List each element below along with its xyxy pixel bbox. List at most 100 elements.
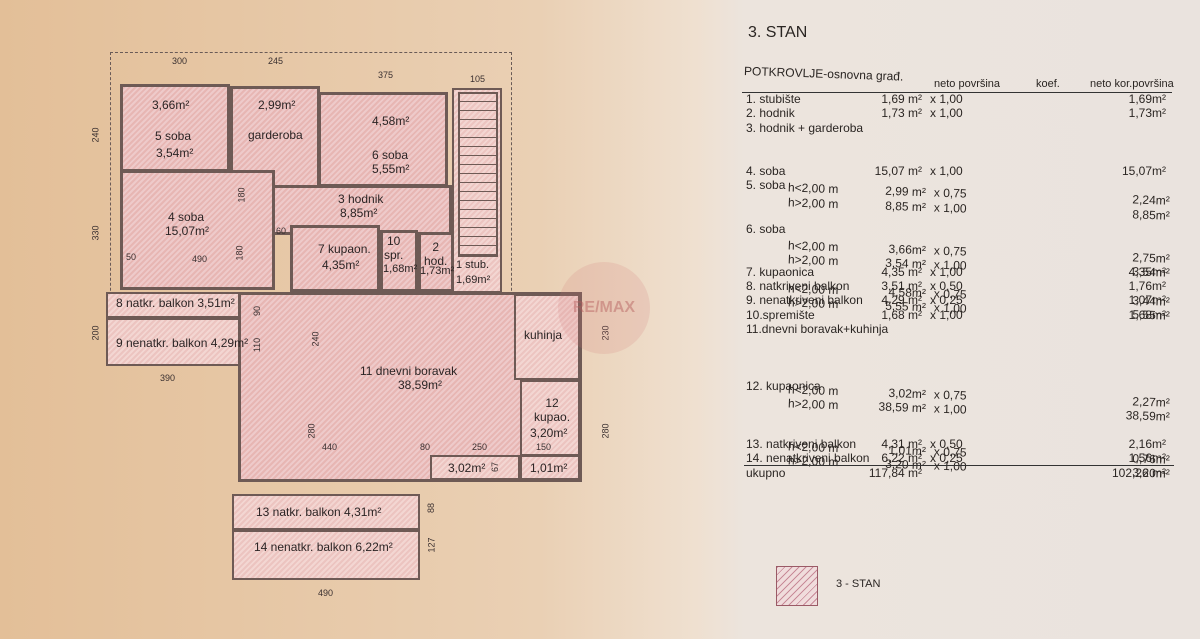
header-divider xyxy=(742,92,1172,93)
dimension: 150 xyxy=(536,442,552,452)
room-label: garderoba xyxy=(248,128,303,142)
dimension: 180 xyxy=(234,245,245,261)
dimension: 60 xyxy=(276,226,287,236)
room-label: kuhinja xyxy=(524,328,563,342)
dimension: 390 xyxy=(160,373,176,383)
room-label: 11 dnevni boravak xyxy=(360,364,458,378)
cell-net: 102,26 m² xyxy=(1111,466,1166,481)
column-header-coef: koef. xyxy=(1036,78,1060,90)
cell-label: 8. natkriveni balkon xyxy=(746,279,850,294)
cell-area: 1,73 m² xyxy=(881,106,922,121)
cell-label: 6. soba xyxy=(746,221,786,236)
cell-label: h>2,00 m xyxy=(787,396,839,413)
cell-net: 2,16m² xyxy=(1128,436,1166,451)
room-label: 1 stub. xyxy=(456,259,490,271)
room-label: 3,54m² xyxy=(156,146,194,160)
cell-coef: x 1,00 xyxy=(930,264,963,279)
room-kuhinja xyxy=(514,294,580,380)
dimension: 110 xyxy=(252,337,263,353)
cell-net: 1,56m² xyxy=(1128,450,1166,465)
cell-label: 14. nenatkriveni balkon xyxy=(746,450,870,465)
cell-coef: x 0,25 xyxy=(930,293,963,308)
table-row: 12. kupaonica xyxy=(744,379,1174,393)
table-row: 3. hodnik + garderoba xyxy=(744,121,1174,135)
dimension: 375 xyxy=(378,70,394,80)
page-title: 3. STAN xyxy=(748,24,808,41)
dimension: 440 xyxy=(322,442,338,452)
cell-label: 2. hodnik xyxy=(746,106,795,121)
cell-coef: x 1,00 xyxy=(930,106,963,121)
cell-net: 38,59m² xyxy=(1125,408,1170,424)
cell-area: 38,59 m² xyxy=(878,399,927,416)
table-row: 2. hodnik 1,73 m² x 1,00 1,73m² xyxy=(744,106,1174,120)
column-header-area: neto površina xyxy=(934,78,1001,90)
room-4-soba xyxy=(120,170,275,290)
room-label: 3,66m² xyxy=(152,98,190,112)
room-7-kupaonica xyxy=(290,225,380,292)
room-label: 1,01m² xyxy=(530,461,568,475)
dimension: 88 xyxy=(426,502,437,514)
room-label: 15,07m² xyxy=(165,224,210,238)
dimension: 180 xyxy=(236,187,247,203)
stairs-icon xyxy=(458,92,498,257)
table-row: 11.dnevni boravak+kuhinja xyxy=(744,322,1174,336)
cell-area: 117,84 m² xyxy=(868,466,922,481)
cell-label: h>2,00 m xyxy=(787,194,839,211)
cell-net: 8,85m² xyxy=(1132,206,1170,223)
cell-area: 4,31 m² xyxy=(881,436,922,451)
cell-label: 1. stubište xyxy=(746,92,801,106)
room-label: 9 nenatkr. balkon 4,29m² xyxy=(116,336,249,350)
cell-net: 15,07m² xyxy=(1121,163,1166,178)
dimension: 490 xyxy=(192,254,208,264)
cell-label: 12. kupaonica xyxy=(746,379,821,394)
dimension: 280 xyxy=(306,423,317,439)
column-header-net: neto kor.površina xyxy=(1090,78,1174,90)
cell-area: 1,69 m² xyxy=(881,92,922,106)
room-label: 1,73m² xyxy=(420,265,455,277)
cell-coef: x 1,00 xyxy=(930,307,963,322)
dimension: 280 xyxy=(600,423,611,439)
room-label: 3,02m² xyxy=(448,461,486,475)
room-label: 3 hodnik xyxy=(338,192,384,206)
dimension: 490 xyxy=(318,588,334,598)
table-row: 6. soba xyxy=(744,222,1174,236)
room-label: 3,20m² xyxy=(530,426,568,440)
cell-net: 1,73m² xyxy=(1128,106,1166,121)
dimension: 67 xyxy=(490,461,501,473)
cell-coef: x 1,00 xyxy=(933,200,967,216)
cell-net: 1,68m² xyxy=(1128,307,1166,322)
dimension: 105 xyxy=(470,74,486,84)
room-12-kupaonica xyxy=(520,380,580,456)
cell-net: 2,27m² xyxy=(1132,394,1170,410)
cell-area: 15,07 m² xyxy=(874,163,922,178)
room-label: 4,58m² xyxy=(372,114,410,128)
room-label: 6 soba xyxy=(372,148,409,162)
cell-area: 3,66m² xyxy=(888,241,927,257)
room-label: 4 soba xyxy=(168,210,205,224)
room-label: 14 nenatkr. balkon 6,22m² xyxy=(254,540,393,554)
dimension: 90 xyxy=(252,305,263,317)
dimension: 50 xyxy=(126,252,137,262)
dimension: 245 xyxy=(268,56,284,66)
room-2-hodnik xyxy=(418,232,454,292)
room-8-balkon xyxy=(106,292,242,318)
floor-plan: 3,66m² 5 soba 3,54m² 2,99m² garderoba 4,… xyxy=(90,52,650,598)
legend-swatch xyxy=(776,566,818,606)
cell-net: 2,24m² xyxy=(1132,192,1170,208)
dimension: 330 xyxy=(90,225,101,241)
cell-coef: x 1,00 xyxy=(930,92,963,106)
section-subtitle: POTKROVLJE-osnovna građ. xyxy=(743,64,904,84)
cell-coef: x 0,25 xyxy=(930,450,963,465)
room-label: 1,68m² xyxy=(383,263,418,275)
dimension: 300 xyxy=(172,56,188,66)
room-label: 4,35m² xyxy=(322,258,360,272)
room-label: 7 kupaon. xyxy=(318,242,371,256)
cell-area: 6,22 m² xyxy=(881,450,922,465)
dimension: 80 xyxy=(420,442,431,452)
room-label: 1,69m² xyxy=(456,274,491,286)
cell-coef: x 0,50 xyxy=(930,279,963,294)
legend-label: 3 - STAN xyxy=(836,578,881,590)
